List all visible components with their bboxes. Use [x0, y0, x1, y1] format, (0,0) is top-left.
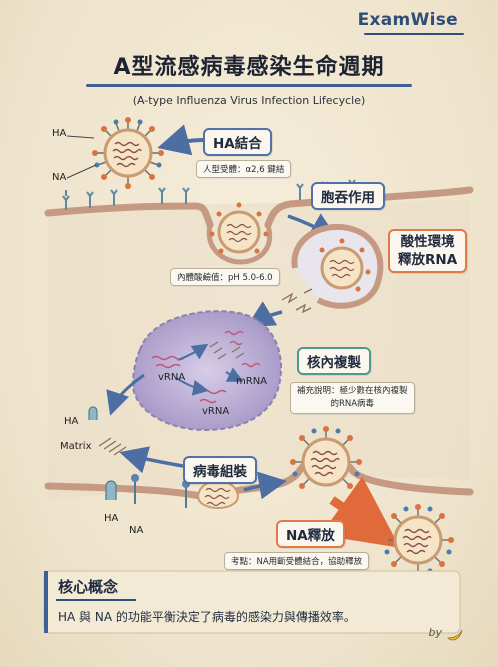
ha-binding-tag: HA結合 [203, 128, 272, 156]
na-pointer-top [66, 164, 97, 179]
cell-membrane-top-left [44, 202, 214, 229]
membrane-na [131, 474, 139, 504]
matrix-label: Matrix [60, 441, 92, 452]
endocytosis-tag: 胞吞作用 [311, 182, 385, 210]
nuclear-replication-tag: 核內複製 [297, 347, 371, 375]
export-arrow [106, 373, 145, 416]
virion-endocytosis [209, 202, 269, 254]
ha-label-bottom: HA [104, 513, 119, 524]
virion-released [382, 504, 454, 576]
acid-release-line2: 釋放RNA [398, 252, 458, 268]
endosome [281, 223, 384, 314]
assembly-left-arrow [119, 446, 184, 474]
supplement-line2: 的RNA病毒 [330, 399, 375, 409]
binding-arrow [157, 124, 204, 156]
mrna-label: mRNA [236, 376, 268, 387]
endosome-ph-note: 內體酸鹼值：pH 5.0-6.0 [170, 268, 280, 286]
page-subtitle: (A-type Influenza Virus Infection Lifecy… [132, 94, 366, 107]
exam-point-note: 考點：NA用斷受體結合，協助釋放 [224, 552, 370, 570]
assembly-tag: 病毒組裝 [183, 456, 257, 484]
nucleus [131, 310, 282, 432]
endocytosis-pit [206, 224, 272, 265]
ha-label-left: HA [64, 416, 79, 427]
vrna-label-1: vRNA [158, 372, 186, 383]
ha-label-top: HA [52, 128, 67, 139]
brand-underline [364, 33, 464, 35]
assembly-particle [196, 480, 240, 509]
ha-pointer-top [66, 135, 95, 139]
page-title: A型流感病毒感染生命週期 [113, 55, 385, 80]
matrix-protein [98, 437, 127, 456]
footer-by: by [428, 626, 443, 639]
acid-release-tag: 酸性環境 釋放RNA [388, 229, 468, 273]
core-concept-underline [56, 599, 136, 601]
na-label-bottom: NA [129, 525, 144, 536]
ha-protein-left [88, 406, 98, 420]
na-release-tag: NA釋放 [276, 520, 345, 548]
supplement-line1: 補充說明：極少數在核內複製 [297, 386, 408, 396]
core-concept-title: 核心概念 [58, 578, 119, 596]
acid-release-line1: 酸性環境 [400, 234, 455, 250]
receptor-note: 人型受體：α2,6 鍵結 [196, 160, 292, 178]
assembly-right-arrow [243, 471, 287, 500]
virion-top [92, 117, 164, 189]
supplement-note: 補充說明：極少數在核內複製 的RNA病毒 [290, 382, 415, 414]
release-arrow [320, 476, 400, 548]
membrane-ha [105, 480, 117, 500]
title-underline [86, 84, 412, 87]
vrna-label-2: vRNA [202, 406, 230, 417]
core-concept-text: HA 與 NA 的功能平衡決定了病毒的感染力與傳播效率。 [58, 610, 356, 624]
na-label-top: NA [52, 172, 67, 183]
brand-logo: ExamWise [357, 10, 458, 30]
banana-icon [447, 629, 463, 641]
